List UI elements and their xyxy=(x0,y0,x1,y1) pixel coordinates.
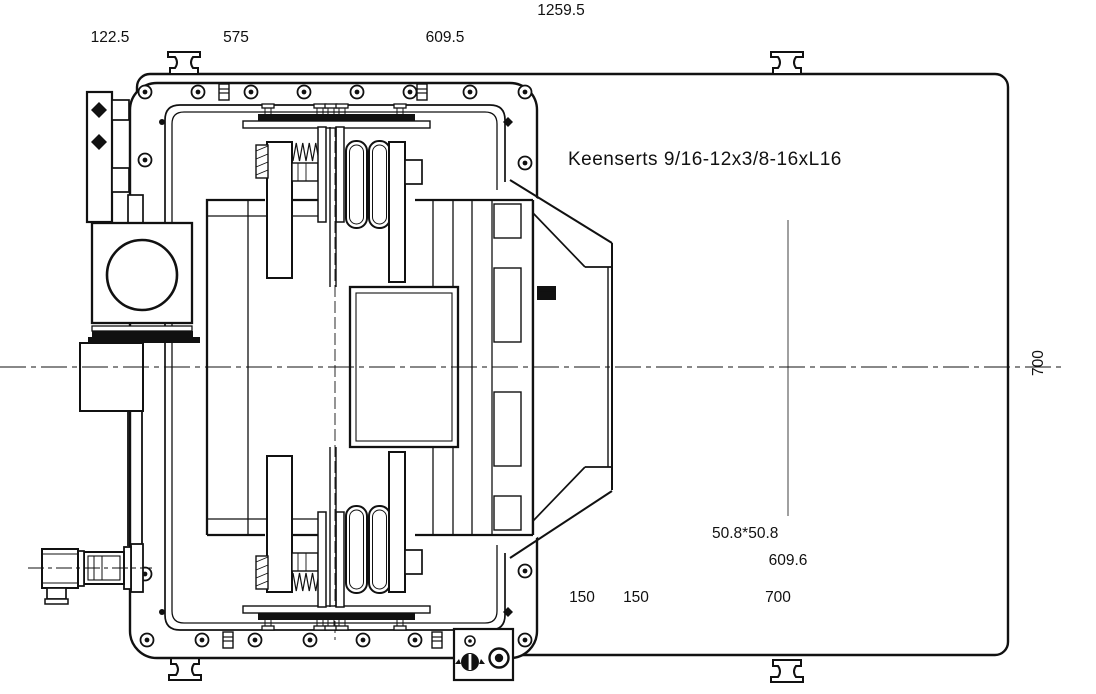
dim-lid-span-left: 575 xyxy=(223,29,249,46)
note-keenserts: Keenserts 9/16-12x3/8-16xL16 xyxy=(568,149,842,170)
motor-body xyxy=(41,548,79,589)
lock-bracket xyxy=(452,627,515,682)
support-studs xyxy=(167,51,804,683)
dim-gap-b: 150 xyxy=(623,589,649,606)
left-side-assembly xyxy=(79,90,200,546)
viewport-window xyxy=(105,238,179,312)
drive-motor-assembly xyxy=(28,543,152,605)
chamber-body xyxy=(205,125,535,640)
bellows-mechanism-bottom xyxy=(242,447,431,631)
bellows-mechanism-top xyxy=(242,103,431,287)
transition-flange xyxy=(509,179,614,559)
centerlines xyxy=(0,220,1062,516)
dim-hole-span: 609.6 xyxy=(769,552,808,569)
dimension-labels: 1259.5 122.5 575 609.5 50.8*50.8 609.6 1… xyxy=(91,2,1047,606)
dim-fixture-width: 700 xyxy=(765,589,791,606)
lid-bolt-circles xyxy=(137,83,533,649)
dim-gap-a: 150 xyxy=(569,589,595,606)
dim-hole-pitch: 50.8*50.8 xyxy=(712,525,778,542)
dim-lid-span-right: 609.5 xyxy=(426,29,465,46)
dim-fixture-height: 700 xyxy=(1030,350,1047,376)
dim-left-offset: 122.5 xyxy=(91,29,130,46)
lid-inner-ring-2 xyxy=(171,111,498,624)
dim-overall-width: 1259.5 xyxy=(537,2,584,19)
